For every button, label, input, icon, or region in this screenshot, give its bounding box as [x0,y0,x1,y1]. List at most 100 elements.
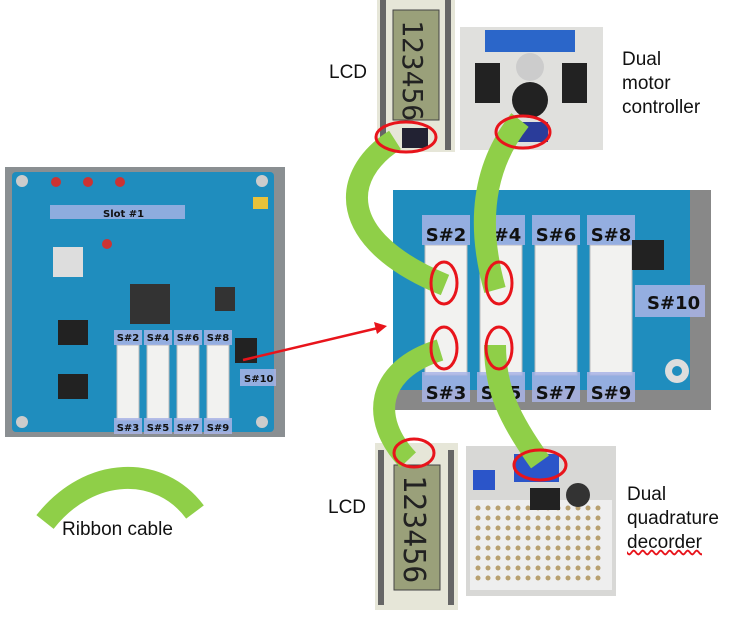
slot-tag-bg [587,372,635,402]
proto-hole [515,545,521,551]
lcd-bottom-digits: 123456 [396,475,431,583]
proto-hole [525,555,531,561]
slot-label: S#2 [117,333,140,344]
ribbon-cable-quadrature [484,344,549,469]
slot-tag-bg [204,418,232,434]
proto-hole [595,555,601,561]
proto-hole [595,565,601,571]
proto-hole [505,545,511,551]
slot-tag-bg [174,330,202,345]
proto-hole [575,525,581,531]
main-board-photo: Slot #1 S#2S#3S#4S#5S#6S#7S#8S#9 S#10 [5,167,285,437]
proto-hole [535,535,541,541]
slot10-label: S#10 [244,374,274,385]
proto-hole [575,565,581,571]
slot-label: S#7 [536,383,577,404]
proto-hole [505,565,511,571]
proto-hole [585,525,591,531]
motor-controller-label: Dual motor controller [622,48,700,120]
proto-hole [515,555,521,561]
proto-hole [585,515,591,521]
proto-hole [555,575,561,581]
proto-hole [565,565,571,571]
proto-hole [555,525,561,531]
proto-hole [515,515,521,521]
proto-hole [565,525,571,531]
proto-hole [585,535,591,541]
proto-hole [515,525,521,531]
proto-hole [475,535,481,541]
slot-connector [534,244,578,376]
slot-connector [206,344,230,421]
proto-hole [595,545,601,551]
slot1-label: Slot #1 [103,209,144,220]
proto-hole [505,555,511,561]
proto-hole [565,545,571,551]
proto-hole [505,535,511,541]
label-line: motor [622,73,671,94]
zoom-arrow [242,322,387,362]
slot-label: S#6 [536,225,577,246]
proto-hole [565,575,571,581]
proto-hole [555,565,561,571]
slot-connector [589,244,633,376]
proto-hole [585,565,591,571]
lcd-top-digits: 123456 [396,20,429,121]
slot-tag-bg [422,215,470,245]
proto-hole [565,505,571,511]
quadrature-label: Dual quadrature decorder [627,483,719,555]
ribbon-cable-legend [36,466,204,530]
slot-label: S#2 [426,225,467,246]
proto-hole [545,535,551,541]
lcd-module-bottom-photo: 123456 [375,443,458,610]
proto-hole [485,505,491,511]
slot-tag-bg [587,215,635,245]
proto-hole [525,535,531,541]
slot-tag-bg [144,418,172,434]
proto-hole [535,575,541,581]
proto-hole [505,525,511,531]
proto-hole [525,565,531,571]
proto-hole [515,505,521,511]
board-detail-photo: S#2S#3S#4S#5S#6S#7S#8S#9 S#10 [393,190,711,410]
proto-hole [525,545,531,551]
slot-tag-bg [114,330,142,345]
proto-hole [485,545,491,551]
proto-hole [595,525,601,531]
proto-hole [475,505,481,511]
lcd-module-top-photo: 123456 [377,0,455,152]
proto-hole [545,515,551,521]
proto-hole [585,575,591,581]
proto-hole [505,575,511,581]
proto-hole [565,515,571,521]
slot-label: S#3 [426,383,467,404]
label-line: Dual [627,484,667,505]
proto-hole [595,535,601,541]
label-line: Dual [622,49,662,70]
proto-hole [495,575,501,581]
proto-hole [485,565,491,571]
proto-hole [505,505,511,511]
slot-label: S#3 [117,423,140,434]
slot-tag-bg [532,372,580,402]
proto-hole [575,515,581,521]
proto-hole [475,545,481,551]
proto-hole [475,565,481,571]
quadrature-decoder-photo [466,446,616,596]
proto-hole [585,505,591,511]
proto-hole [575,575,581,581]
proto-hole [545,565,551,571]
slot-connector [116,344,140,421]
proto-hole [535,545,541,551]
label-line: controller [622,97,701,118]
proto-hole [545,575,551,581]
proto-hole [495,535,501,541]
proto-hole [475,575,481,581]
slot-tag-bg [532,215,580,245]
proto-hole [555,555,561,561]
proto-hole [535,565,541,571]
slot-label: S#9 [591,383,632,404]
proto-hole [545,555,551,561]
